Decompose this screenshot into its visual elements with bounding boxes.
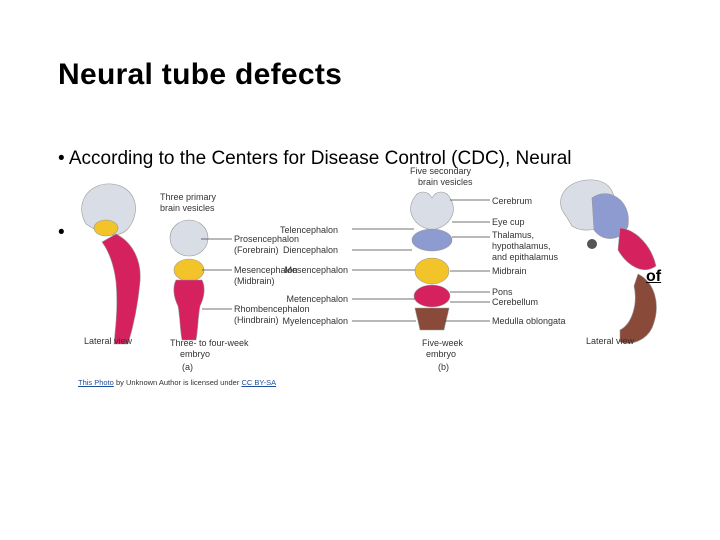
label-brain-vesicles-1: brain vesicles [160,203,215,213]
brain-vesicle-shape [101,233,141,345]
label-brain-vesicles-2: brain vesicles [418,177,473,187]
brain-vesicles-diagram: Five secondary brain vesicles Three prim… [81,166,657,372]
label-pons: Pons [492,287,513,297]
label-prosencephalon: Prosencephalon [234,234,299,244]
lateral-embryo-left [81,183,141,345]
label-metencephalon: Metencephalon [286,294,348,304]
brain-vesicle-shape [414,307,450,331]
label-cerebrum: Cerebrum [492,196,532,206]
brain-vesicle-shape [173,279,205,341]
label-three-four-week: Three- to four-week [170,338,249,348]
label-rhombencephalon: Rhombencephalon [234,304,310,314]
label-telencephalon: Telencephalon [280,225,338,235]
label-three-primary: Three primary [160,192,217,202]
link-fragment[interactable]: of [646,268,662,285]
label-midbrain-b: Midbrain [492,266,527,276]
bullet-text: • According to the Centers for Disease C… [58,148,572,169]
label-diencephalon: Diencephalon [283,245,338,255]
label-lateral-view-right: Lateral view [586,336,635,346]
photo-link[interactable]: This Photo [78,378,114,387]
brain-development-figure: Five secondary brain vesicles Three prim… [72,164,670,374]
bullet-marker: • [58,222,65,243]
label-thalamus: Thalamus, [492,230,534,240]
label-midbrain-a: (Midbrain) [234,276,275,286]
label-mesencephalon-b: Mesencephalon [284,265,348,275]
lateral-embryo-right [560,179,657,344]
label-panel-a: (a) [182,362,193,372]
brain-vesicle-shape [414,257,450,285]
label-five-secondary: Five secondary [410,166,472,176]
slide-title: Neural tube defects [58,58,343,91]
brain-vesicle-shape [413,284,451,308]
brain-vesicle-shape [619,273,657,344]
label-medulla: Medulla oblongata [492,316,566,326]
label-mesencephalon-a: Mesencephalon [234,265,298,275]
credit-text: by Unknown Author is licensed under [113,378,242,387]
brain-vesicle-shape [617,227,657,270]
primary-vesicles [169,219,209,341]
label-embryo-a: embryo [180,349,210,359]
brain-vesicle-shape [173,258,205,282]
brain-vesicle-shape [591,193,629,239]
label-five-week: Five-week [422,338,464,348]
secondary-vesicles [410,191,454,331]
label-hypothalamus: hypothalamus, [492,241,551,251]
license-link[interactable]: CC BY-SA [241,378,277,387]
label-forebrain: (Forebrain) [234,245,279,255]
photo-credit: This Photo by Unknown Author is licensed… [78,378,276,387]
leader-lines [201,199,490,322]
brain-vesicle-shape [93,219,119,237]
label-hindbrain: (Hindbrain) [234,315,279,325]
label-myelencephalon: Myelencephalon [282,316,348,326]
label-epithalamus: and epithalamus [492,252,559,262]
brain-vesicle-shape [411,228,453,252]
label-panel-b: (b) [438,362,449,372]
label-eye-cup: Eye cup [492,217,525,227]
label-cerebellum: Cerebellum [492,297,538,307]
label-embryo-b: embryo [426,349,456,359]
brain-vesicle-shape [410,191,454,231]
label-lateral-view-left: Lateral view [84,336,133,346]
brain-vesicle-shape [169,219,209,257]
